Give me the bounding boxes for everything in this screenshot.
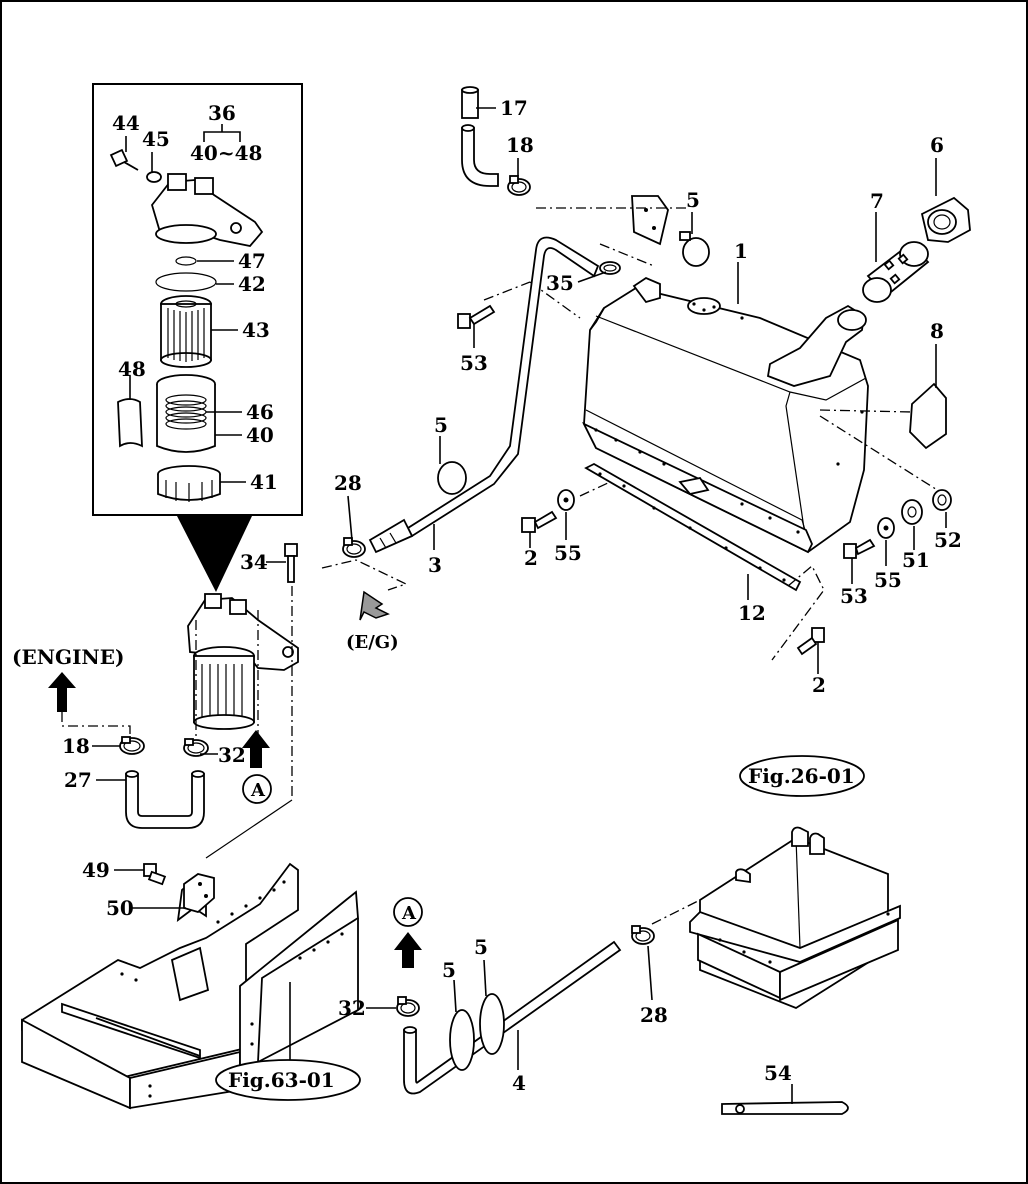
callout-35: 35 (546, 271, 574, 295)
fuel-filter-inset (92, 83, 303, 516)
eg-direction-line (321, 559, 408, 591)
bolt-2a (521, 510, 558, 533)
hose-3 (368, 236, 600, 554)
ring-nut-41 (157, 465, 221, 502)
fig-26-reference: Fig.26-01 (748, 764, 855, 788)
callout-36-range: 40~48 (190, 141, 262, 165)
hose-17 (461, 86, 499, 187)
clamp-28b (631, 925, 655, 945)
eg-arrow (359, 590, 390, 621)
grommet-51 (901, 499, 923, 525)
recovery-tank (689, 826, 901, 1010)
callout-28b: 28 (640, 1003, 668, 1027)
callout-18a: 18 (506, 133, 534, 157)
bolt-53a (457, 304, 496, 329)
callout-50: 50 (106, 896, 134, 920)
clamp-18b (119, 736, 145, 755)
callout-40: 40 (246, 423, 274, 447)
reference-labels: (ENGINE) (E/G) A A Fig.26-01 Fig.63-01 (12, 632, 865, 1101)
hose-4 (403, 940, 622, 1095)
callout-53b: 53 (840, 584, 868, 608)
callout-41: 41 (250, 470, 278, 494)
hose-27-group (48, 672, 272, 829)
callout-46: 46 (246, 400, 274, 424)
callout-43: 43 (242, 318, 270, 342)
engine-reference: (ENGINE) (12, 645, 124, 669)
callout-3: 3 (428, 553, 442, 577)
callout-5a: 5 (686, 188, 700, 212)
callout-44: 44 (112, 111, 140, 135)
inset-pointer-arrow (177, 516, 252, 592)
leader-lines (92, 107, 947, 1104)
eg-reference: (E/G) (346, 632, 399, 653)
callout-2a: 2 (524, 546, 538, 570)
fig-63-oval (215, 1059, 361, 1101)
callout-54: 54 (764, 1061, 792, 1085)
callout-53a: 53 (460, 351, 488, 375)
callout-4: 4 (512, 1071, 526, 1095)
callout-17: 17 (500, 96, 528, 120)
callout-5d: 5 (474, 935, 488, 959)
callout-45: 45 (142, 127, 170, 151)
callout-7: 7 (870, 189, 884, 213)
callout-18b: 18 (62, 734, 90, 758)
cap-6 (920, 196, 971, 243)
fig-26-oval (739, 755, 865, 797)
callout-27: 27 (64, 768, 92, 792)
callout-5c: 5 (442, 958, 456, 982)
callout-42: 42 (238, 272, 266, 296)
callout-8: 8 (930, 319, 944, 343)
filter-assembly (187, 543, 299, 859)
callout-labels: 44 45 36 40~48 47 42 43 48 46 40 41 17 1… (62, 96, 962, 1095)
callout-36: 36 (208, 101, 236, 125)
o-ring-47 (175, 256, 197, 266)
callout-47: 47 (238, 249, 266, 273)
fuel-tank-1 (483, 195, 951, 554)
clamp-5a (679, 231, 710, 267)
frame-chassis (21, 862, 359, 1110)
view-a-circle-2 (393, 897, 423, 927)
collar-52 (932, 489, 952, 511)
frame-holes (120, 880, 344, 1098)
view-a-arrow (394, 932, 422, 968)
element-43 (160, 295, 212, 368)
bowl-40 (156, 374, 216, 453)
strainer-7 (862, 241, 930, 303)
bolt-44 (109, 148, 139, 171)
callout-51: 51 (902, 548, 930, 572)
gasket-42 (155, 272, 217, 292)
view-a-label-1: A (250, 780, 266, 801)
callout-55a: 55 (554, 541, 582, 565)
callout-52: 52 (934, 528, 962, 552)
fig-63-reference: Fig.63-01 (228, 1068, 335, 1092)
callout-28a: 28 (334, 471, 362, 495)
callout-2b: 2 (812, 673, 826, 697)
clamp-32b (396, 996, 420, 1017)
callout-49: 49 (82, 858, 110, 882)
bolt-53b (843, 538, 876, 559)
filter-head (151, 173, 264, 247)
callout-6: 6 (930, 133, 944, 157)
label-sheet-48 (117, 398, 143, 448)
callout-32b: 32 (338, 996, 366, 1020)
callout-12: 12 (738, 601, 766, 625)
view-a-label-2: A (401, 903, 417, 924)
clamp-18a (507, 175, 531, 196)
bracket-8 (909, 382, 947, 450)
callout-1: 1 (734, 239, 748, 263)
strap-54 (721, 1101, 849, 1115)
band-12 (584, 462, 802, 592)
washer-45 (146, 171, 162, 183)
callout-48: 48 (118, 357, 146, 381)
clamp-32a (183, 738, 209, 757)
callout-34: 34 (240, 550, 268, 574)
callout-32a: 32 (218, 743, 246, 767)
callout-55b: 55 (874, 568, 902, 592)
callout-5b: 5 (434, 413, 448, 437)
clamp-28a (342, 537, 366, 558)
clamp-5b (437, 461, 467, 495)
